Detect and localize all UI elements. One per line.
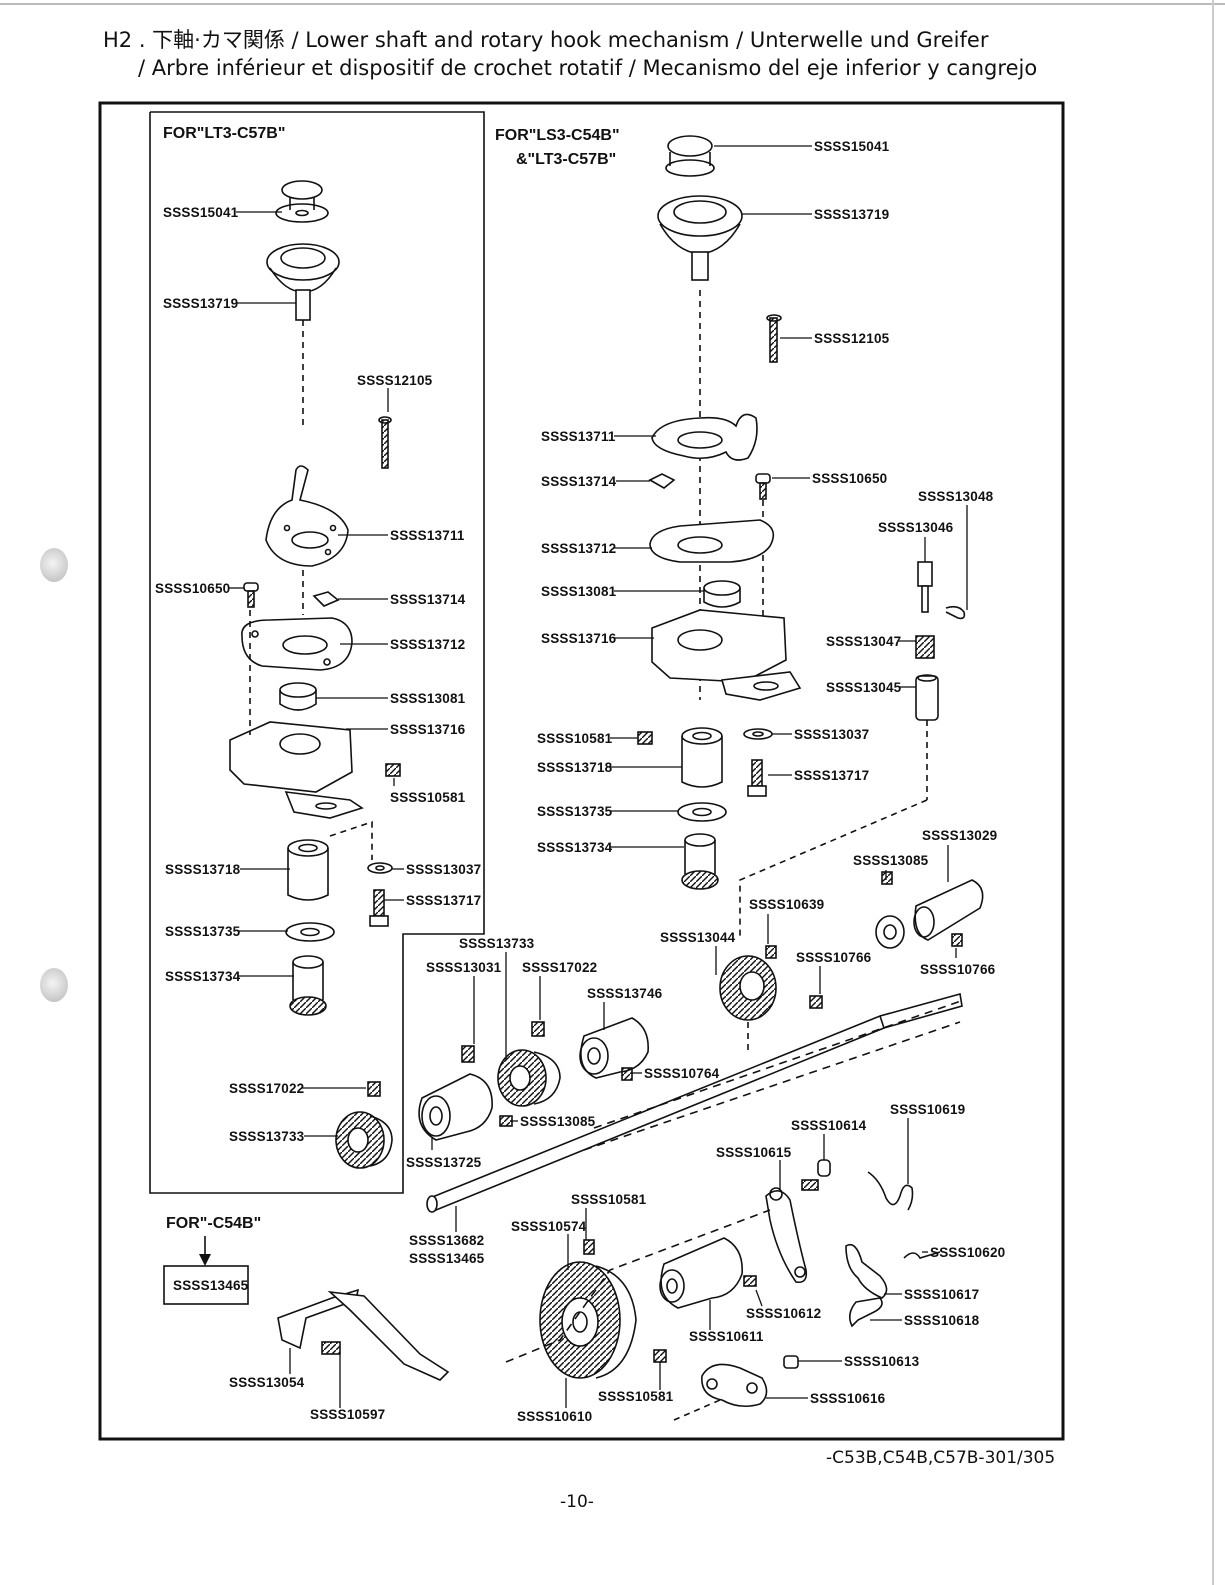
group-label-ls3-cont: &"LT3-C57B"	[516, 151, 616, 168]
part-label: SSSS13719	[814, 207, 889, 222]
part-label: SSSS13054	[229, 1375, 305, 1390]
part-label: SSSS13717	[406, 893, 481, 908]
part-label: SSSS13718	[537, 760, 613, 775]
part-label: SSSS12105	[814, 331, 890, 346]
part-label: SSSS10581	[390, 790, 466, 805]
part-label: SSSS10766	[796, 950, 872, 965]
group-label-c54: FOR"-C54B"	[166, 1215, 261, 1232]
part-label: SSSS13733	[229, 1129, 305, 1144]
model-footer: -C53B,C54B,C57B-301/305	[826, 1448, 1056, 1468]
part-label: SSSS12105	[357, 373, 433, 388]
part-label: SSSS13735	[165, 924, 241, 939]
lt3-group-frame	[149, 111, 485, 1194]
part-label: SSSS13712	[390, 637, 465, 652]
part-label: SSSS13733	[459, 936, 535, 951]
part-label: SSSS10613	[844, 1354, 920, 1369]
part-label: SSSS13717	[794, 768, 869, 783]
part-label: SSSS13465	[409, 1251, 485, 1266]
part-label: SSSS13734	[537, 840, 613, 855]
boxed-part-number: SSSS13465	[173, 1278, 249, 1293]
part-label: SSSS13031	[426, 960, 502, 975]
part-label: SSSS13037	[406, 862, 481, 877]
part-label: SSSS13085	[520, 1114, 596, 1129]
part-label: SSSS13682	[409, 1233, 484, 1248]
part-label: SSSS13085	[853, 853, 929, 868]
part-label: SSSS10650	[812, 471, 887, 486]
part-label: SSSS13734	[165, 969, 241, 984]
part-label: SSSS13711	[390, 528, 465, 543]
group-label-ls3: FOR"LS3-C54B"	[495, 127, 620, 144]
part-label: SSSS17022	[229, 1081, 304, 1096]
part-label: SSSS10614	[791, 1118, 867, 1133]
part-label: SSSS10611	[689, 1329, 764, 1344]
part-label: SSSS13037	[794, 727, 869, 742]
part-label: SSSS10612	[746, 1306, 821, 1321]
part-label: SSSS13712	[541, 541, 616, 556]
part-label: SSSS13081	[390, 691, 466, 706]
part-label: SSSS13044	[660, 930, 736, 945]
part-label: SSSS13081	[541, 584, 617, 599]
part-label: SSSS17022	[522, 960, 597, 975]
page-number: -10-	[560, 1492, 594, 1512]
part-label: SSSS13719	[163, 296, 238, 311]
section-title-line2: / Arbre inférieur et dispositif de croch…	[138, 56, 1038, 80]
part-label: SSSS10581	[598, 1389, 674, 1404]
part-label: SSSS13046	[878, 520, 954, 535]
boxed-part-frame	[163, 1265, 249, 1305]
part-label: SSSS10764	[644, 1066, 720, 1081]
part-label: SSSS10618	[904, 1313, 980, 1328]
part-label: SSSS13716	[390, 722, 466, 737]
section-title-line1: H2 . 下軸·カマ関係 / Lower shaft and rotary ho…	[103, 28, 989, 52]
binder-hole-upper	[40, 548, 68, 582]
part-label: SSSS13045	[826, 680, 902, 695]
part-label: SSSS10581	[537, 731, 613, 746]
part-label: SSSS13714	[390, 592, 466, 607]
part-label: SSSS10597	[310, 1407, 385, 1422]
part-label: SSSS10617	[904, 1287, 979, 1302]
part-label: SSSS13711	[541, 429, 616, 444]
part-label: SSSS10620	[930, 1245, 1005, 1260]
part-label: SSSS10616	[810, 1391, 886, 1406]
part-label: SSSS15041	[814, 139, 890, 154]
part-label: SSSS10650	[155, 581, 230, 596]
part-label: SSSS10615	[716, 1145, 792, 1160]
part-label: SSSS13048	[918, 489, 994, 504]
part-label: SSSS10610	[517, 1409, 592, 1424]
part-label: SSSS13714	[541, 474, 617, 489]
part-label: SSSS13047	[826, 634, 901, 649]
arrow-down-icon	[199, 1254, 211, 1266]
group-label-lt3: FOR"LT3-C57B"	[163, 125, 285, 142]
part-label: SSSS13716	[541, 631, 617, 646]
part-label: SSSS13725	[406, 1155, 482, 1170]
part-label: SSSS13718	[165, 862, 241, 877]
diagram-frame	[98, 101, 1065, 1441]
part-label: SSSS13746	[587, 986, 663, 1001]
part-label: SSSS10619	[890, 1102, 965, 1117]
binder-hole-lower	[40, 968, 68, 1002]
part-label: SSSS13735	[537, 804, 613, 819]
top-rule	[0, 3, 1225, 5]
part-label: SSSS10639	[749, 897, 824, 912]
part-label: SSSS13029	[922, 828, 997, 843]
part-label: SSSS10574	[511, 1219, 587, 1234]
part-label: SSSS10766	[920, 962, 996, 977]
part-label: SSSS15041	[163, 205, 239, 220]
right-rule	[1212, 0, 1214, 1585]
part-label: SSSS10581	[571, 1192, 647, 1207]
